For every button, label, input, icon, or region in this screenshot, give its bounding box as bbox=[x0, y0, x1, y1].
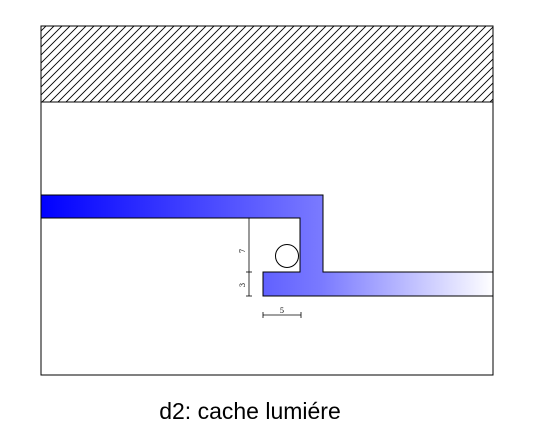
light-cover-profile bbox=[40, 194, 494, 297]
dimension-label-width: 5 bbox=[280, 307, 284, 315]
diagram-caption: d2: cache lumiére bbox=[159, 398, 341, 424]
ceiling-slab bbox=[40, 25, 494, 103]
room-frame bbox=[40, 101, 494, 376]
light-tube bbox=[275, 244, 299, 268]
dimension-label-lower-gap: 3 bbox=[239, 283, 247, 287]
dimension-label-upper-gap: 7 bbox=[239, 249, 247, 253]
